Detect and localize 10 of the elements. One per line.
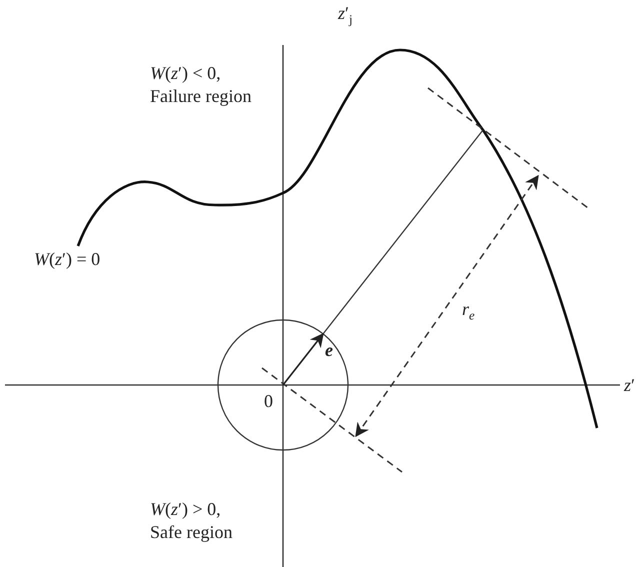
axis-label: z′$_{j}$ xyxy=(338,4,352,28)
axis-label: z′ xyxy=(624,376,635,396)
region-label: W(z′) < 0, xyxy=(150,64,221,84)
region-label: W(z′) > 0, xyxy=(150,500,221,520)
region-label: Safe region xyxy=(150,523,232,543)
region-label: Failure region xyxy=(150,87,252,107)
origin-label: 0 xyxy=(264,392,273,412)
dimension-label: r$_{e}$ xyxy=(462,300,475,324)
vector-label: e xyxy=(325,341,333,361)
curve-label: W(z′) = 0 xyxy=(34,250,100,270)
